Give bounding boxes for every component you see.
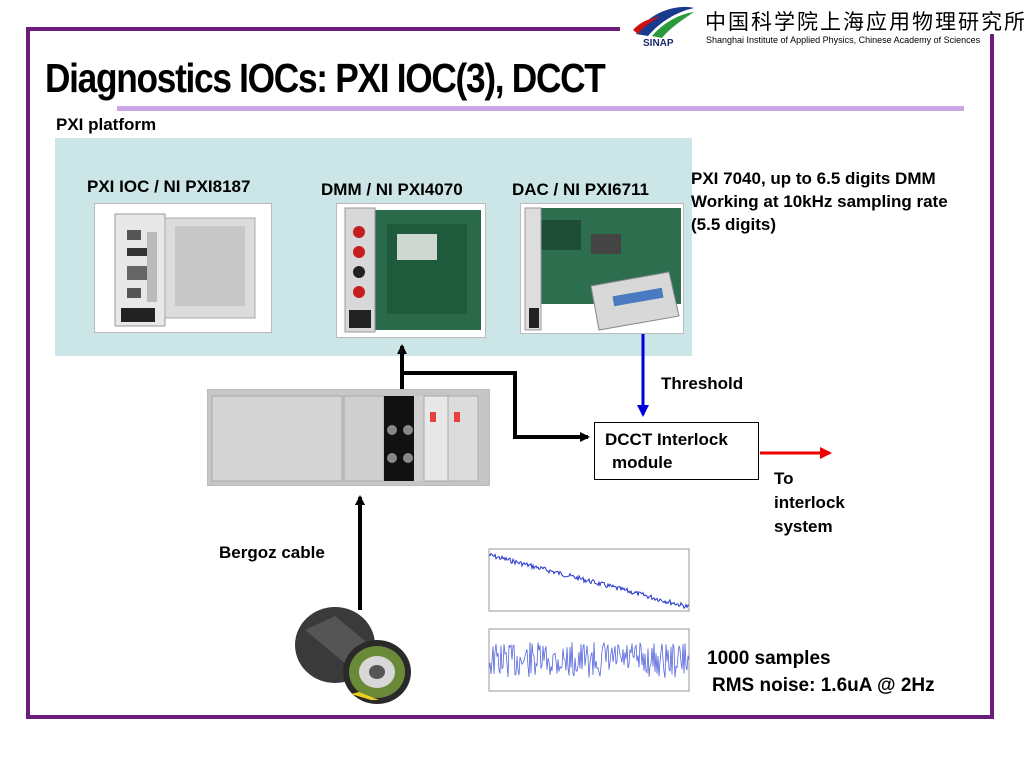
rms-noise-label: RMS noise: 1.6uA @ 2Hz: [712, 675, 935, 696]
dcct-module-label-line-1: DCCT Interlock: [605, 430, 728, 449]
dcct-interlock-module-box: [594, 422, 759, 480]
slide-frame: [26, 27, 994, 719]
pxi6711-photo: [520, 203, 684, 334]
pxi-ioc-label: PXI IOC / NI PXI8187: [87, 177, 251, 196]
dcct-trend-plot: [483, 545, 693, 617]
rms-noise-plot: [483, 625, 693, 697]
pxi-platform-label: PXI platform: [56, 115, 157, 134]
dcct-module-label-line-2: module: [612, 453, 673, 472]
dmm-note-line-2: Working at 10kHz sampling rate: [691, 192, 948, 211]
dmm-note-line-3: (5.5 digits): [691, 215, 777, 234]
samples-label: 1000 samples: [707, 648, 831, 669]
title-underline: [117, 106, 964, 111]
to-interlock-line-3: system: [774, 517, 833, 536]
to-interlock-line-1: To: [774, 469, 794, 488]
logo-sinap-text: SINAP: [643, 38, 674, 49]
institute-name-cn: 中国科学院上海应用物理研究所: [705, 10, 1024, 34]
dmm-note-line-1: PXI 7040, up to 6.5 digits DMM: [691, 169, 936, 188]
dac-label: DAC / NI PXI6711: [512, 180, 650, 199]
dcct-sensor-photo: [285, 600, 415, 710]
pxi8187-photo: [94, 203, 272, 333]
dmm-label: DMM / NI PXI4070: [321, 180, 463, 199]
institute-name-en: Shanghai Institute of Applied Physics, C…: [706, 35, 981, 45]
to-interlock-line-2: interlock: [774, 493, 845, 512]
threshold-label: Threshold: [661, 374, 744, 393]
pxi4070-photo: [336, 203, 486, 338]
frame-logo-gap: [620, 20, 1000, 34]
dcct-crate-photo: [207, 389, 490, 486]
bergoz-cable-label: Bergoz cable: [219, 543, 325, 562]
slide-title: Diagnostics IOCs: PXI IOC(3), DCCT: [45, 55, 606, 101]
